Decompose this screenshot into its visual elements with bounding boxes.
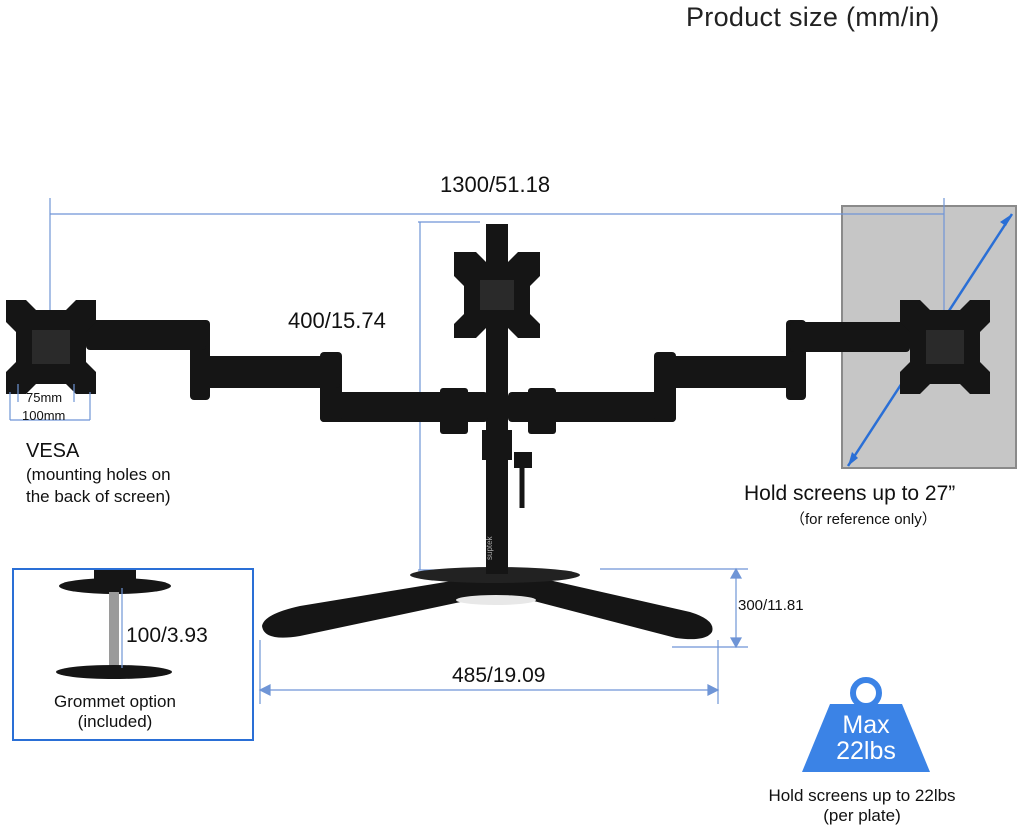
vesa-100-label: 100mm (22, 408, 66, 423)
left-vesa-plate (6, 300, 96, 394)
right-vesa-plate (900, 300, 990, 394)
arrow-head-top (1000, 214, 1012, 226)
arrow-head-bottom (848, 452, 858, 466)
left-arm (86, 320, 488, 434)
grommet-dimension-label: 100/3.93 (126, 624, 208, 647)
base-width-label: 485/19.09 (452, 664, 546, 687)
center-vesa-plate (454, 252, 540, 338)
base-width-dimension-line (258, 640, 720, 704)
vesa-75-label: 75mm (26, 390, 63, 405)
weight-badge-icon (802, 677, 930, 772)
grommet-illustration (56, 570, 172, 679)
depth-dimension-line (600, 567, 748, 649)
page-title: Product size (mm/in) (686, 2, 940, 32)
overall-width-label: 1300/51.18 (440, 172, 551, 197)
screen-size-label: Hold screens up to 27” (744, 482, 956, 505)
stand-base (262, 567, 713, 640)
pole-height-label: 400/15.74 (288, 308, 386, 333)
vesa-description: (mounting holes on the back of screen) (26, 465, 171, 506)
right-arm (508, 320, 910, 434)
weight-badge-text: Max 22lbs (836, 711, 896, 765)
vesa-title: VESA (26, 440, 80, 462)
grommet-option-label: Grommet option (included) (54, 692, 176, 731)
vesa-measure-lines (9, 384, 91, 421)
base-depth-label: 300/11.81 (738, 597, 804, 614)
weight-capacity-label: Hold screens up to 22lbs (per plate) (768, 786, 956, 825)
grommet-option-frame (12, 568, 254, 741)
brand-mark: suptek (485, 535, 494, 560)
width-dimension-line (49, 198, 945, 310)
screen-size-note: （for reference only） (790, 511, 937, 528)
